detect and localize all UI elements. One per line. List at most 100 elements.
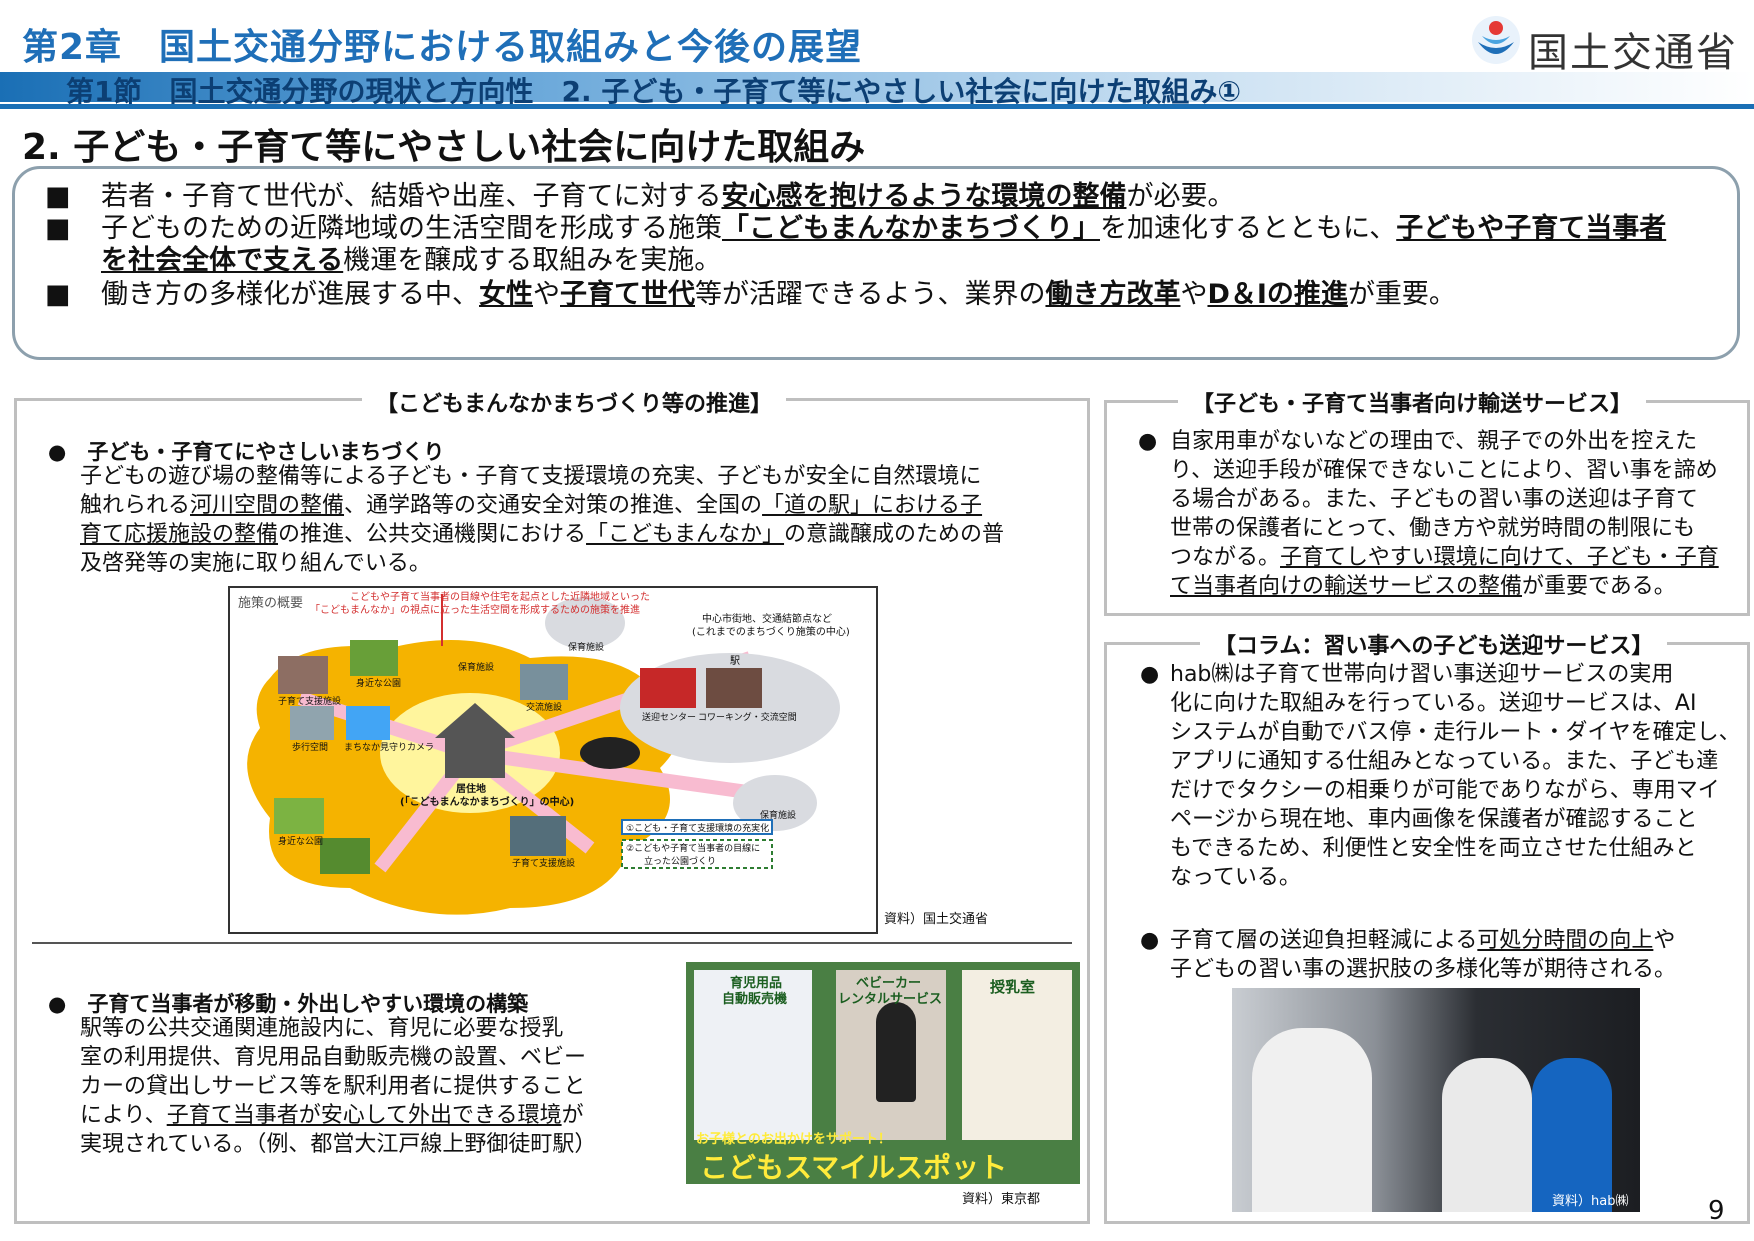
- diagram-label: 身近な公園: [356, 679, 402, 689]
- bullet-icon: ●: [1140, 928, 1160, 953]
- text: の推進、公共交通機関における: [278, 522, 587, 547]
- item1-heading-text: 子ども・子育てにやさしいまちづくり: [87, 440, 445, 464]
- item1-line: 子どもの遊び場の整備等による子ども・子育て支援環境の充実、子どもが安全に自然環境…: [80, 464, 982, 489]
- underlined-text: 子育てしやすい環境に向けて、子ども・子育: [1280, 545, 1719, 570]
- transport-line: つながる。子育てしやすい環境に向けて、子ども・子育: [1170, 543, 1719, 572]
- chapter-title: 第2章 国土交通分野における取組みと今後の展望: [22, 27, 863, 68]
- column-line: もできるため、利便性と安全性を両立させた仕組みと: [1170, 836, 1697, 861]
- home-label: 居住地: [456, 784, 486, 795]
- photo-banner: こどもスマイルスポット: [700, 1151, 1008, 1184]
- pink-route: [469, 746, 791, 805]
- text: つながる。: [1170, 545, 1281, 570]
- summary-box: ■ 若者・子育て世代が、結婚や出産、子育てに対する安心感を抱けるような環境の整備が…: [12, 166, 1740, 360]
- photo-sign: 育児用品: [730, 976, 783, 991]
- summary-text: 若者・子育て世代が、結婚や出産、子育てに対する: [101, 181, 722, 212]
- item1-line: 育て応援施設の整備の推進、公共交通機関における「こどもまんなか」の意識醸成のため…: [80, 520, 1004, 549]
- summary-emphasis: 安心感を抱けるような環境の整備: [721, 181, 1127, 212]
- column-line: アプリに通知する仕組みとなっている。また、子ども達: [1170, 749, 1719, 774]
- underlined-text: 「こどもまんなか」: [586, 522, 785, 547]
- diagram-label: 交流施設: [526, 703, 563, 713]
- item2-line: 室の利用提供、育児用品自動販売機の設置、ベビー: [80, 1045, 587, 1070]
- summary-emphasis: 「こどもまんなかまちづくり」: [722, 213, 1100, 244]
- square-bullet-icon: ■: [45, 279, 71, 310]
- text: 触れられる: [80, 493, 191, 518]
- summary-emphasis: を社会全体で支える: [101, 245, 344, 276]
- diagram-label: 駅: [730, 656, 740, 667]
- summary-text: を加速化するとともに、: [1100, 213, 1397, 244]
- square-bullet-icon: ■: [45, 213, 71, 244]
- transport-line: 世帯の保護者にとって、働き方や就労時間の制限にも: [1170, 516, 1696, 541]
- column-line: 化に向けた取組みを行っている。送迎サービスは、AI: [1170, 691, 1697, 716]
- photo-source: 資料）東京都: [962, 1192, 1041, 1207]
- summary-text: が必要。: [1126, 181, 1235, 212]
- photo-banner: お子様とのお出かけをサポート！: [696, 1132, 891, 1147]
- square-bullet-icon: ■: [45, 181, 71, 212]
- legend-2: ②こどもや子育て当事者の目線に: [626, 844, 761, 854]
- diagram-label: コワーキング・交流空間: [698, 713, 797, 723]
- station-photo: [640, 668, 696, 708]
- column-line: システムが自動でバス停・走行ルート・ダイヤを確定し、: [1170, 720, 1741, 745]
- diagram-label: 子育て支援施設: [278, 697, 342, 707]
- underlined-text: 育て応援施設の整備: [80, 522, 279, 547]
- diagram-note: 「こどもまんなか」の視点に立った生活空間を形成するための施策を推進: [310, 605, 640, 616]
- diagram-label: 送迎センター: [642, 713, 697, 723]
- summary-line-2: ■子どものための近隣地域の生活空間を形成する施策「こどもまんなかまちづくり」を加…: [45, 211, 1666, 246]
- bullet-icon: ●: [1140, 662, 1160, 687]
- column-title: 【コラム：習い事への子ども送迎サービス】: [1200, 628, 1668, 660]
- park-photo: [320, 838, 370, 874]
- photo-sign: 授乳室: [990, 978, 1036, 996]
- summary-text: や: [533, 279, 560, 310]
- summary-emphasis: 働き方改革: [1045, 279, 1181, 310]
- transport-line: り、送迎手段が確保できないことにより、習い事を諦め: [1170, 458, 1718, 483]
- photo-sign: ベビーカー: [856, 976, 922, 991]
- header-divider: [0, 104, 1754, 109]
- right-top-title: 【子ども・子育て当事者向け輸送サービス】: [1178, 386, 1647, 418]
- walkway-photo: [290, 706, 334, 740]
- underlined-text: 子育て当事者が安心して外出できる環境: [166, 1103, 562, 1128]
- vending-machine: [694, 970, 812, 1140]
- divider: [32, 942, 1072, 944]
- diagram-label: 歩行空間: [292, 743, 329, 753]
- home-label: (「こどもまんなかまちづくり」の中心): [400, 797, 575, 808]
- column-line: 子育て層の送迎負担軽減による可処分時間の向上や: [1170, 926, 1675, 955]
- diagram-label: 保育施設: [760, 811, 797, 821]
- station-photo: 育児用品 自動販売機 ベビーカー レンタルサービス 授乳室 お子様とのお出かけを…: [686, 962, 1080, 1184]
- item2-heading: ● 子育て当事者が移動・外出しやすい環境の構築: [48, 992, 529, 1016]
- summary-emphasis: 子どもや子育て当事者: [1396, 213, 1667, 244]
- underlined-text: 河川空間の整備: [190, 493, 345, 518]
- taxi-photo: 資料）hab㈱: [1232, 988, 1640, 1212]
- person-with-stroller: [876, 1002, 916, 1102]
- item1-line: 及啓発等の実施に取り組んでいる。: [80, 551, 431, 576]
- facility-photo: [278, 656, 328, 694]
- child-figure: [1532, 1058, 1612, 1212]
- item2-line: 実現されている。（例、都営大江戸線上野御徒町駅）: [80, 1132, 597, 1157]
- summary-emphasis: D＆Iの推進: [1207, 279, 1348, 310]
- photo-source: 資料）hab㈱: [1552, 1194, 1629, 1209]
- diagram-drawing: [247, 594, 840, 915]
- support-photo: [510, 816, 566, 856]
- section-banner: [0, 72, 1754, 102]
- nursing-room: [962, 970, 1072, 1140]
- left-panel-title: 【こどもまんなかまちづくり等の推進】: [362, 386, 787, 418]
- item2-line: 駅等の公共交通関連施設内に、育児に必要な授乳: [80, 1016, 564, 1041]
- page-title: 2. 子ども・子育て等にやさしい社会に向けた取組み: [22, 127, 866, 168]
- section-title: 第1節 国土交通分野の現状と方向性 2. 子ども・子育て等にやさしい社会に向けた…: [66, 75, 1242, 108]
- summary-text: 等が活躍できるよう、業界の: [695, 279, 1046, 310]
- camera-photo: [346, 706, 390, 740]
- item2-line: カーの貸出しサービス等を駅利用者に提供すること: [80, 1074, 586, 1099]
- transport-line: る場合がある。また、子どもの習い事の送迎は子育て: [1170, 487, 1699, 512]
- underlined-text: 「道の駅」における子: [762, 493, 983, 518]
- nursery-area: [545, 597, 625, 649]
- column-line: hab㈱は子育て世帯向け習い事送迎サービスの実用: [1170, 662, 1674, 687]
- text: により、: [80, 1103, 167, 1128]
- exchange-photo: [520, 664, 568, 700]
- summary-text: 機運を醸成する取組みを実施。: [343, 245, 722, 276]
- column-line: 子どもの習い事の選択肢の多様化等が期待される。: [1170, 957, 1677, 982]
- summary-text: や: [1180, 279, 1208, 310]
- summary-emphasis: 子育て世代: [560, 279, 695, 310]
- diagram-label: 保育施設: [458, 663, 495, 673]
- diagram-label: 子育て支援施設: [512, 859, 576, 869]
- transport-line: 自家用車がないなどの理由で、親子での外出を控えた: [1170, 429, 1698, 454]
- diagram-label: 身近な公園: [278, 837, 324, 847]
- text: が重要である。: [1522, 574, 1676, 599]
